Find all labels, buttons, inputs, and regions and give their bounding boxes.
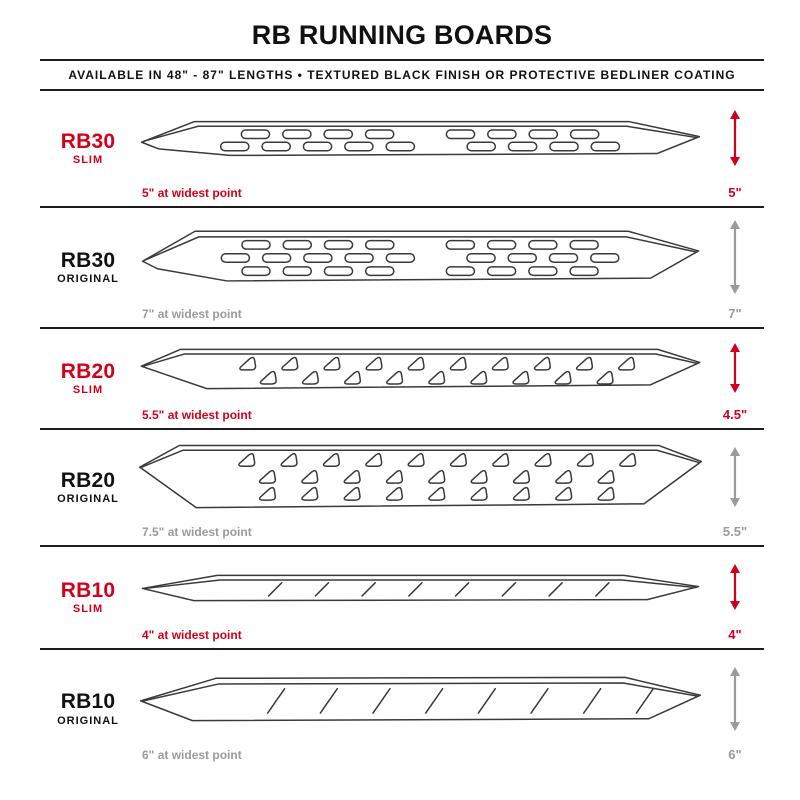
variant-label: SLIM <box>72 384 104 397</box>
height-arrow <box>730 666 740 731</box>
board-art: 7.5" at widest point <box>136 430 706 545</box>
height-measure: 4" <box>706 547 764 648</box>
board-row-rb20-slim: RB20 SLIM 5.5" at widest point <box>40 327 764 428</box>
height-arrow <box>730 343 740 393</box>
height-measure-label: 4" <box>728 627 742 642</box>
model-label: RB10 <box>60 690 116 714</box>
variant-label: ORIGINAL <box>57 493 119 506</box>
rb10-original-board-drawing <box>139 676 702 722</box>
width-note-label: 5" at widest point <box>142 186 242 200</box>
rb30-original-board-drawing <box>141 230 700 282</box>
rb10-slim-board-drawing <box>141 574 700 602</box>
height-arrow <box>730 110 740 166</box>
width-note-label: 6" at widest point <box>142 748 242 762</box>
variant-label: SLIM <box>72 603 104 616</box>
model-label: RB10 <box>60 578 116 602</box>
height-measure: 7" <box>706 208 764 327</box>
model-label: RB20 <box>60 359 116 383</box>
board-label: RB30 ORIGINAL <box>40 208 136 327</box>
variant-label: ORIGINAL <box>57 273 119 286</box>
height-measure-label: 5.5" <box>722 524 748 539</box>
board-row-rb10-original: RB10 ORIGINAL 6" at widest point 6" <box>40 648 764 768</box>
width-note-label: 4" at widest point <box>142 628 242 642</box>
board-art: 7" at widest point <box>136 208 706 327</box>
board-label: RB20 SLIM <box>40 329 136 428</box>
width-note-label: 7.5" at widest point <box>142 525 252 539</box>
height-measure: 5" <box>706 91 764 206</box>
header-divider <box>40 59 764 61</box>
page-header: RB RUNNING BOARDS AVAILABLE IN 48" - 87"… <box>40 16 764 89</box>
rb20-original-board-drawing <box>139 444 703 509</box>
height-measure-label: 7" <box>728 306 742 321</box>
board-label: RB30 SLIM <box>40 91 136 206</box>
height-measure: 6" <box>706 650 764 768</box>
rb20-slim-board-drawing <box>140 348 701 389</box>
height-arrow <box>730 220 740 294</box>
variant-label: SLIM <box>72 154 104 167</box>
board-art: 5" at widest point <box>136 91 706 206</box>
rb30-slim-board-drawing <box>140 120 701 157</box>
board-row-rb30-original: RB30 ORIGINAL 7" at widest point <box>40 206 764 327</box>
height-arrow <box>730 447 740 507</box>
page-subtitle: AVAILABLE IN 48" - 87" LENGTHS • TEXTURE… <box>68 68 736 82</box>
board-row-rb10-slim: RB10 SLIM 4" at widest point 4" <box>40 545 764 648</box>
height-measure-label: 6" <box>728 747 742 762</box>
variant-label: ORIGINAL <box>57 714 119 727</box>
width-note-label: 5.5" at widest point <box>142 408 252 422</box>
height-measure: 5.5" <box>706 430 764 545</box>
model-label: RB20 <box>60 468 116 492</box>
height-arrow <box>730 564 740 610</box>
board-art: 6" at widest point <box>136 650 706 768</box>
board-label: RB10 SLIM <box>40 547 136 648</box>
model-label: RB30 <box>60 129 116 153</box>
model-label: RB30 <box>60 248 116 272</box>
board-art: 5.5" at widest point <box>136 329 706 428</box>
page-title: RB RUNNING BOARDS <box>251 20 553 50</box>
height-measure-label: 4.5" <box>722 407 748 422</box>
board-row-rb30-slim: RB30 SLIM 5" at widest point <box>40 89 764 206</box>
width-note-label: 7" at widest point <box>142 307 242 321</box>
height-measure-label: 5" <box>728 185 742 200</box>
board-art: 4" at widest point <box>136 547 706 648</box>
board-label: RB10 ORIGINAL <box>40 650 136 768</box>
board-row-rb20-original: RB20 ORIGINAL 7.5" at widest point <box>40 428 764 545</box>
board-label: RB20 ORIGINAL <box>40 430 136 545</box>
height-measure: 4.5" <box>706 329 764 428</box>
